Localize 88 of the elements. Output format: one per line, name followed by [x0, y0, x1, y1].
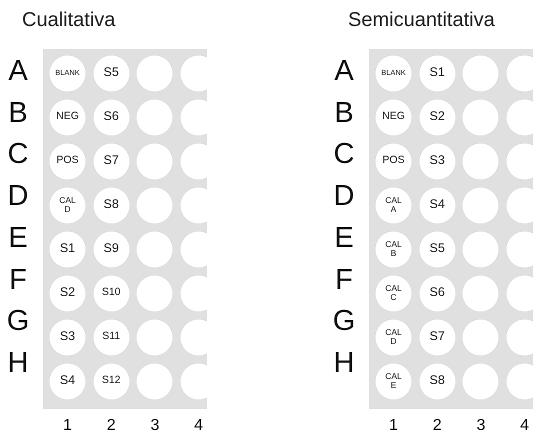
row-label: G — [332, 307, 356, 336]
row-label: E — [333, 224, 355, 253]
empty-well — [506, 230, 533, 268]
sample-well: S7 — [418, 318, 456, 356]
empty-well — [462, 54, 500, 92]
empty-well — [462, 186, 500, 224]
sample-well: S9 — [92, 230, 130, 268]
sample-well: CAL D — [375, 318, 412, 356]
sample-well: S8 — [92, 186, 130, 224]
row-label: F — [334, 266, 354, 294]
sample-well: POS — [375, 142, 412, 180]
sample-well: POS — [49, 142, 86, 180]
empty-well — [180, 54, 207, 92]
column-label: 1 — [62, 418, 73, 433]
column-label: 3 — [149, 418, 160, 433]
empty-well — [180, 230, 207, 268]
empty-well — [506, 142, 533, 180]
sample-well: CAL E — [375, 362, 412, 400]
empty-well — [506, 362, 533, 400]
sample-well: S3 — [49, 318, 86, 356]
row-label: C — [6, 140, 30, 170]
row-label: D — [6, 182, 30, 212]
empty-well — [462, 362, 500, 400]
sample-well: S5 — [92, 54, 130, 92]
row-label: H — [332, 348, 356, 378]
column-label: 1 — [388, 418, 399, 433]
empty-well — [136, 362, 174, 400]
column-label: 3 — [475, 418, 486, 433]
row-label: A — [333, 57, 355, 86]
sample-well: NEG — [375, 98, 412, 136]
sample-well: CAL D — [49, 186, 86, 224]
sample-well: S6 — [418, 274, 456, 312]
sample-well: S11 — [92, 318, 130, 356]
sample-well: S5 — [418, 230, 456, 268]
sample-well: S1 — [49, 230, 86, 268]
sample-well: S7 — [92, 142, 130, 180]
empty-well — [180, 186, 207, 224]
sample-well: S6 — [92, 98, 130, 136]
row-label: G — [6, 307, 30, 336]
row-label: D — [332, 182, 356, 212]
empty-well — [136, 230, 174, 268]
row-label: B — [333, 98, 355, 128]
empty-well — [462, 274, 500, 312]
empty-well — [136, 54, 174, 92]
empty-well — [462, 230, 500, 268]
column-label: 2 — [432, 418, 443, 433]
sample-well: S3 — [418, 142, 456, 180]
sample-well: S2 — [418, 98, 456, 136]
empty-well — [506, 98, 533, 136]
sample-well: S2 — [49, 274, 86, 312]
empty-well — [136, 142, 174, 180]
sample-well: S10 — [92, 274, 130, 312]
row-label: C — [332, 140, 356, 170]
sample-well: CAL A — [375, 186, 412, 224]
sample-well: S8 — [418, 362, 456, 400]
empty-well — [506, 186, 533, 224]
row-label: E — [7, 224, 29, 253]
empty-well — [462, 142, 500, 180]
empty-well — [180, 274, 207, 312]
sample-well: NEG — [49, 98, 86, 136]
column-label: 4 — [193, 418, 204, 433]
sample-well: S1 — [418, 54, 456, 92]
empty-well — [180, 142, 207, 180]
sample-well: S4 — [49, 362, 86, 400]
empty-well — [506, 274, 533, 312]
plate-title: Semicuantitativa — [348, 9, 495, 32]
empty-well — [462, 318, 500, 356]
empty-well — [462, 98, 500, 136]
empty-well — [180, 98, 207, 136]
row-label: A — [7, 57, 29, 86]
empty-well — [136, 98, 174, 136]
empty-well — [136, 318, 174, 356]
empty-well — [136, 186, 174, 224]
empty-well — [506, 54, 533, 92]
plate-title: Cualitativa — [22, 9, 116, 32]
sample-well: CAL B — [375, 230, 412, 268]
empty-well — [180, 318, 207, 356]
empty-well — [136, 274, 174, 312]
empty-well — [506, 318, 533, 356]
column-label: 4 — [519, 418, 530, 433]
row-label: H — [6, 348, 30, 378]
column-label: 2 — [106, 418, 117, 433]
row-label: B — [7, 98, 29, 128]
sample-well: CAL C — [375, 274, 412, 312]
row-label: F — [8, 266, 28, 294]
sample-well: S4 — [418, 186, 456, 224]
sample-well: S12 — [92, 362, 130, 400]
empty-well — [180, 362, 207, 400]
